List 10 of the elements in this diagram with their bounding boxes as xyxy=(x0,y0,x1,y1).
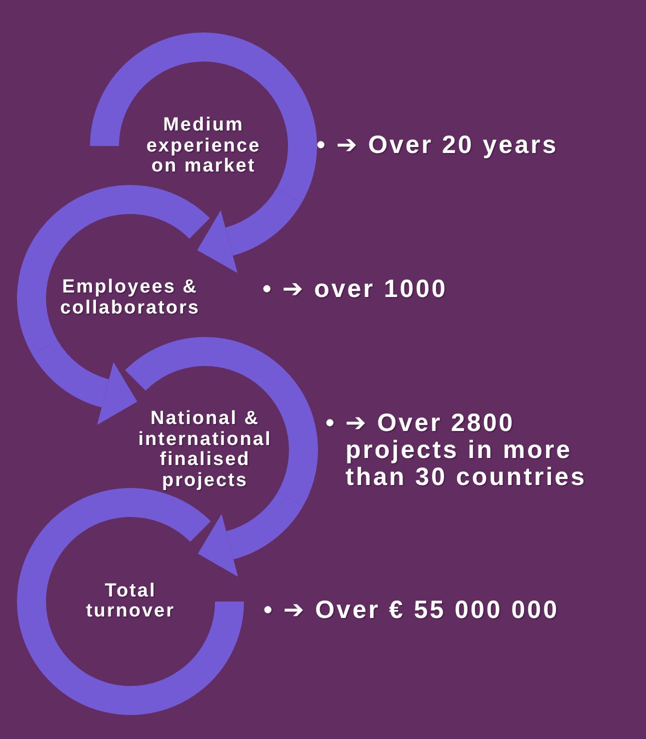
step-label: Employees & collaborators xyxy=(59,278,201,318)
step-label: National & international finalised projects xyxy=(137,409,273,491)
circular-ring xyxy=(17,488,244,715)
stat-text: • ➔ Over 2800 projects in more than 30 countries xyxy=(326,410,588,491)
stat-text: • ➔ Over € 55 000 000 xyxy=(264,597,559,624)
step-label: Total turnover xyxy=(84,581,176,622)
circular-ring xyxy=(90,32,317,203)
stat-text: • ➔ Over 20 years xyxy=(316,132,558,159)
stat-text: • ➔ over 1000 xyxy=(262,276,448,303)
step-label: Medium experience on market xyxy=(145,115,262,177)
